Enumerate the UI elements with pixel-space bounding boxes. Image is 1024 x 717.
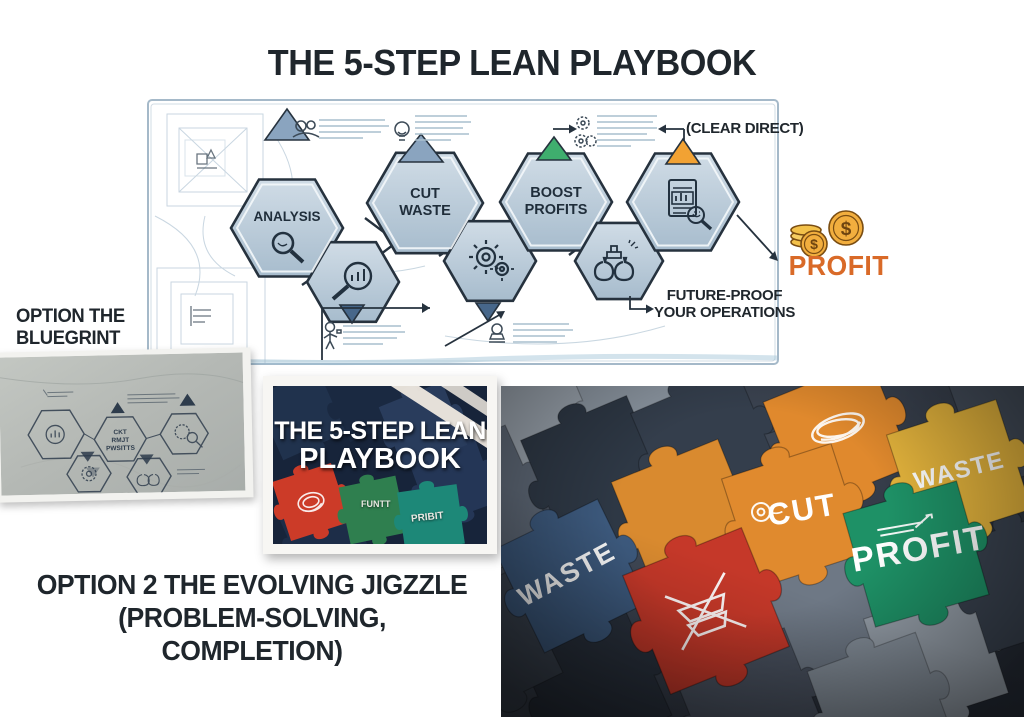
thumb-sketch-lines [42, 389, 205, 475]
thumb-icons [45, 424, 203, 487]
triangle-blue-2 [397, 132, 445, 163]
profit-label: PROFIT [788, 250, 890, 281]
hex-cut-waste [365, 151, 485, 255]
gears-icon [469, 240, 514, 281]
blueprint-thumbnail-art: CKT RMJT PWSITTS [0, 352, 246, 496]
magnifier-icon [271, 231, 305, 264]
annotation-clear-direct: (CLEAR DIRECT) [686, 120, 804, 137]
hex-boost-profits [498, 152, 614, 252]
label-waste: WASTE [399, 203, 451, 219]
option2-line2: (PROBLEM-SOLVING, COMPLETION) [118, 602, 386, 667]
hexagon-inner-rings [235, 156, 735, 273]
card-title-line2: PLAYBOOK [299, 443, 461, 476]
red-crossed-doodle [664, 572, 747, 651]
future-proof-line2: YOUR OPERATIONS [653, 304, 796, 322]
connector-arrows [321, 124, 778, 360]
jigsaw-photo: WASTE CUT WASTE PROFIT [501, 386, 1024, 717]
hex-analysis [229, 178, 345, 278]
page-title: THE 5-STEP LEAN PLAYBOOK [267, 42, 757, 83]
blueprint-thumbnail: CKT RMJT PWSITTS [0, 347, 254, 503]
lightbulb-icon [394, 121, 410, 141]
chart-magnifier-icon [331, 261, 373, 301]
card-tag-green: FUNTT [361, 499, 391, 509]
triangle-blue-1 [263, 107, 311, 141]
card-red-doodle [297, 491, 325, 513]
playbook-card-photo: THE 5-STEP LEAN PLAYBOOK FUNTT PRIBIT [273, 386, 487, 544]
svg-text:$: $ [810, 236, 818, 252]
stick-figure-icon [323, 321, 342, 350]
profit-strike-doodle [877, 513, 934, 537]
hex-money-bags [573, 221, 665, 301]
svg-text:$: $ [841, 219, 852, 240]
label-analysis: ANALYSIS [253, 209, 320, 224]
annotation-future-proof: FUTURE-PROOF YOUR OPERATIONS [652, 287, 797, 322]
triangle-down-1 [338, 304, 366, 325]
sketch-text-lines [319, 115, 657, 345]
thumb-hex-gear [66, 454, 112, 493]
card-table-stripes [391, 386, 487, 448]
stamp-icon [488, 323, 506, 343]
option2-caption: OPTION 2 THE EVOLVING JIGZZLE (PROBLEM-S… [34, 568, 471, 667]
orange-scribble-doodle [811, 412, 865, 444]
future-proof-line1: FUTURE-PROOF [666, 287, 783, 304]
sketch-border [147, 99, 779, 366]
triangle-green [535, 135, 573, 161]
step-triangles [263, 107, 702, 325]
sketch-mini-icons-left [190, 148, 217, 326]
card-title-line1: THE 5-STEP LEAN [274, 417, 486, 445]
label-profits: PROFITS [525, 202, 588, 218]
report-review-icon [668, 179, 713, 231]
card-puzzle-art [273, 386, 487, 544]
money-bags-icon [593, 239, 639, 282]
thumb-hex-text-line3: PWSITTS [106, 445, 136, 453]
thumb-hex-text-line2: RMJT [111, 437, 129, 444]
coins-icon: $ $ [790, 210, 864, 258]
cut-badge-icon [751, 502, 783, 522]
option2-line1: OPTION 2 THE EVOLVING JIGZZLE [36, 569, 468, 600]
jigsaw-photo-art: WASTE CUT WASTE PROFIT [501, 386, 1024, 717]
hex-report [625, 152, 741, 252]
hexagon-steps [229, 151, 741, 324]
playbook-card: THE 5-STEP LEAN PLAYBOOK FUNTT PRIBIT [263, 376, 497, 554]
option1-title: OPTION THE BLUEGRINT [16, 306, 125, 349]
triangle-orange [664, 137, 702, 165]
person-icon [292, 120, 320, 138]
triangle-down-2 [474, 302, 502, 323]
thumb-hex-gearmag [159, 412, 210, 455]
blueprint-sketches [154, 113, 666, 365]
thumb-triangles [80, 393, 196, 478]
label-boost: BOOST [530, 185, 582, 201]
card-title: THE 5-STEP LEAN PLAYBOOK [273, 418, 487, 475]
lean-playbook-diagram: ANALYSIS CUT WASTE BOOST PROFITS [147, 99, 779, 366]
thumb-hex-chart [27, 409, 85, 460]
label-cut: CUT [410, 186, 440, 202]
gear-doodle-icon [574, 116, 597, 148]
thumb-hex-text-line1: CKT [113, 429, 127, 436]
